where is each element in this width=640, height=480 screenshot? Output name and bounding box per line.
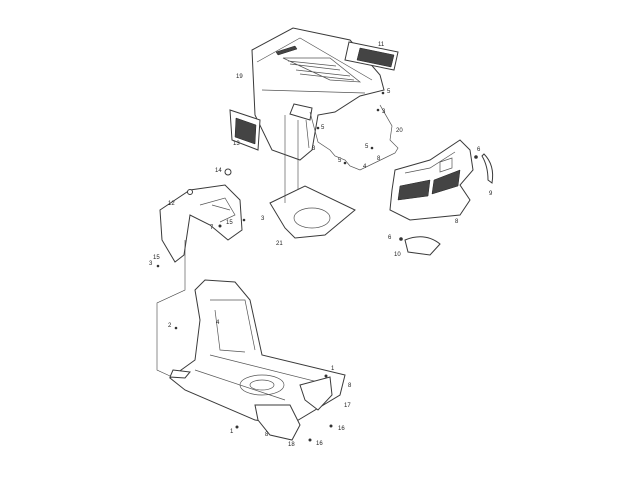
callout: 8: [265, 432, 269, 438]
callout: 15: [226, 220, 233, 226]
callout: 6: [477, 147, 481, 153]
callout: 2: [168, 323, 172, 329]
callout: 17: [344, 403, 351, 409]
callout: 6: [388, 235, 392, 241]
callout: 1: [331, 366, 335, 372]
callout: 5: [321, 125, 325, 131]
dash-panel: [159, 168, 243, 263]
frame: [169, 279, 346, 441]
headlight-cover: [404, 236, 441, 256]
callout: 13: [233, 141, 240, 147]
callout: 4: [216, 320, 220, 326]
hood-scoop: [289, 103, 313, 121]
callout: 16: [316, 441, 323, 447]
callout-labels: 11 19 5 3 13 5 20 3 5 5 8 4 6 9 8 14 12 …: [149, 42, 493, 448]
callout: 16: [338, 426, 345, 432]
callout: 21: [276, 241, 283, 247]
dash-tray: [269, 185, 356, 239]
hood-vents: [275, 45, 362, 83]
callout: 12: [168, 201, 175, 207]
callout: 5: [387, 89, 391, 95]
headlight-lens: [481, 153, 494, 184]
callout: 19: [236, 74, 243, 80]
callout: 3: [382, 109, 386, 115]
hardware: [156, 91, 478, 442]
frame-bracket-left: [254, 404, 301, 441]
callout: 7: [210, 225, 214, 231]
callout: 14: [215, 168, 222, 174]
callout: 15: [153, 255, 160, 261]
callout: 4: [363, 164, 367, 170]
callout: 11: [378, 42, 385, 48]
callout: 20: [396, 128, 403, 134]
callout: 9: [489, 191, 493, 197]
callout: 10: [394, 252, 401, 258]
front-bezel: [389, 139, 474, 221]
callout: 1: [230, 429, 234, 435]
callout: 5: [365, 144, 369, 150]
hood-bracket: [305, 104, 399, 171]
callout: 8: [455, 219, 459, 225]
callout: 3: [149, 261, 153, 267]
callout: 8: [377, 156, 381, 162]
callout: 3: [312, 146, 316, 152]
callout: 8: [348, 383, 352, 389]
frame-bracket-right: [299, 376, 333, 411]
callout: 3: [261, 216, 265, 222]
callout: 5: [338, 158, 342, 164]
callout: 18: [288, 442, 295, 448]
